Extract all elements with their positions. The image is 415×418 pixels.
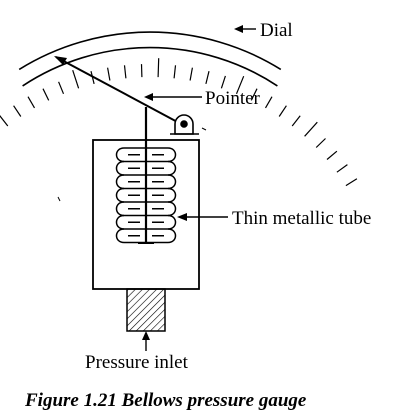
dial-outer-arc	[19, 32, 281, 69]
dial-tick	[337, 165, 348, 173]
bellows-right-lobe	[168, 216, 176, 230]
bellows-right-lobe	[168, 202, 176, 216]
dial-tick	[108, 68, 110, 81]
dial-tick	[0, 111, 8, 126]
dial-tick	[158, 58, 159, 77]
pivot-ground	[202, 128, 206, 130]
tube-label: Thin metallic tube	[232, 208, 371, 229]
pivot-pin	[181, 121, 187, 127]
bellows-left-lobe	[117, 229, 125, 243]
pointer-leader-arrowhead	[144, 93, 153, 101]
bellows-right-lobe	[168, 175, 176, 189]
dial-tick	[206, 71, 209, 84]
bellows-left-lobe	[117, 216, 125, 230]
dial-tick	[292, 116, 300, 126]
pivot	[170, 115, 206, 134]
dial-tick	[43, 89, 49, 101]
dial-label: Dial	[260, 20, 293, 41]
bellows-left-lobe	[117, 148, 125, 162]
inlet-leader-arrowhead	[142, 331, 150, 340]
dial-tick	[73, 70, 79, 88]
inlet-label: Pressure inlet	[85, 352, 189, 373]
dial-tick	[59, 82, 64, 94]
dial-tick	[316, 139, 325, 148]
bellows-right-lobe	[168, 229, 176, 243]
dial-tick	[28, 97, 35, 108]
dial-tick	[174, 65, 175, 78]
dial-tick	[190, 68, 192, 81]
dial-tick	[125, 65, 126, 78]
pointer-arm	[56, 57, 183, 125]
figure-caption: Figure 1.21 Bellows pressure gauge	[24, 390, 307, 411]
dial-tick	[305, 122, 318, 136]
dial-inner-arc	[23, 48, 278, 86]
dial-tick	[327, 151, 337, 159]
pointer-label: Pointer	[205, 88, 261, 109]
dial-tick	[279, 106, 286, 117]
bellows-right-lobe	[168, 148, 176, 162]
bellows-left-lobe	[117, 175, 125, 189]
dial-tick	[221, 76, 225, 88]
bellows-left-lobe	[117, 202, 125, 216]
dial-scale	[0, 32, 357, 185]
bellows-left-lobe	[117, 189, 125, 203]
dial-tick	[14, 106, 21, 117]
dial-leader-arrowhead	[234, 25, 243, 33]
bellows-left-lobe	[117, 162, 125, 176]
pointer	[54, 56, 183, 125]
dial-tick	[346, 179, 357, 186]
bellows-right-lobe	[168, 189, 176, 203]
tube-leader-arrowhead	[177, 213, 187, 221]
dial-tick	[266, 97, 273, 108]
scan-mark	[58, 197, 60, 201]
bellows-right-lobe	[168, 162, 176, 176]
pressure-inlet-pipe	[127, 289, 165, 331]
